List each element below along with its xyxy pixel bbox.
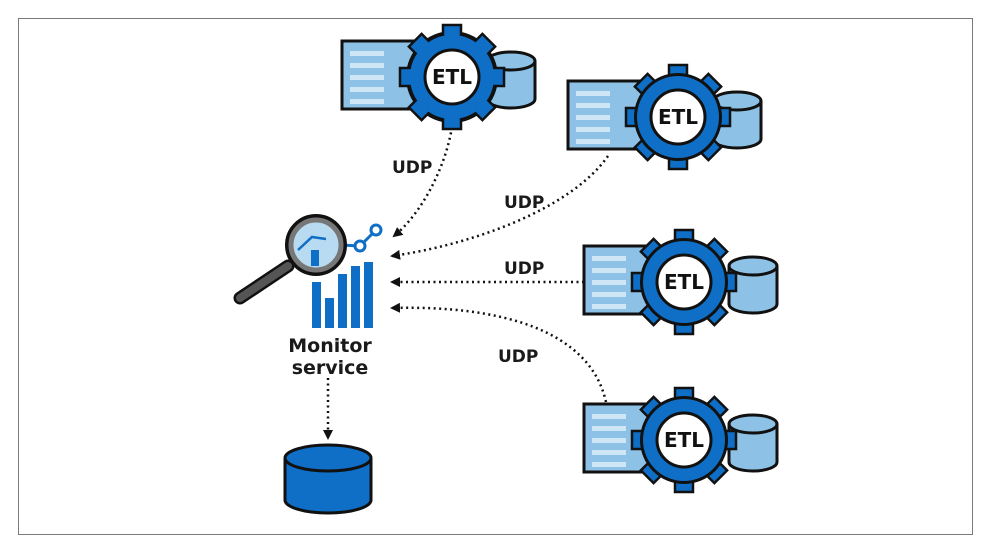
connection-etl-1: UDP bbox=[392, 126, 454, 238]
gear-icon: ETL bbox=[630, 228, 738, 336]
etl-label: ETL bbox=[432, 65, 472, 89]
connection-line bbox=[392, 126, 454, 238]
database-icon bbox=[283, 443, 373, 515]
connection-etl-3: UDP bbox=[390, 259, 584, 287]
connection-label: UDP bbox=[504, 259, 544, 279]
chart-bar bbox=[351, 266, 360, 328]
chart-bar bbox=[325, 298, 334, 328]
chart-bar bbox=[338, 274, 347, 328]
connection-label: UDP bbox=[392, 158, 432, 178]
connection-label: UDP bbox=[498, 347, 538, 367]
monitor-service: Monitor service bbox=[233, 214, 383, 379]
database-cylinder-icon bbox=[727, 255, 779, 315]
gear-icon: ETL bbox=[398, 23, 506, 131]
etl-node-3: ETL bbox=[582, 228, 779, 336]
etl-node-2: ETL bbox=[566, 63, 763, 171]
etl-node-1: ETL bbox=[340, 23, 537, 131]
connection-etl-4: UDP bbox=[390, 302, 608, 403]
etl-node-4: ETL bbox=[582, 386, 779, 494]
chart-bar bbox=[364, 262, 373, 328]
diagram-frame bbox=[18, 18, 973, 535]
etl-label: ETL bbox=[658, 105, 698, 129]
gear-icon: ETL bbox=[630, 386, 738, 494]
etl-label: ETL bbox=[664, 270, 704, 294]
monitor-label-line1: Monitor bbox=[288, 335, 372, 357]
etl-label: ETL bbox=[664, 428, 704, 452]
connection-etl-2: UDP bbox=[390, 155, 610, 260]
connection-label: UDP bbox=[504, 193, 544, 213]
monitor-label-line2: service bbox=[292, 357, 369, 379]
magnifier-chart-icon bbox=[233, 214, 383, 328]
database-cylinder-icon bbox=[727, 413, 779, 473]
gear-icon: ETL bbox=[624, 63, 732, 171]
chart-bar bbox=[312, 282, 321, 328]
